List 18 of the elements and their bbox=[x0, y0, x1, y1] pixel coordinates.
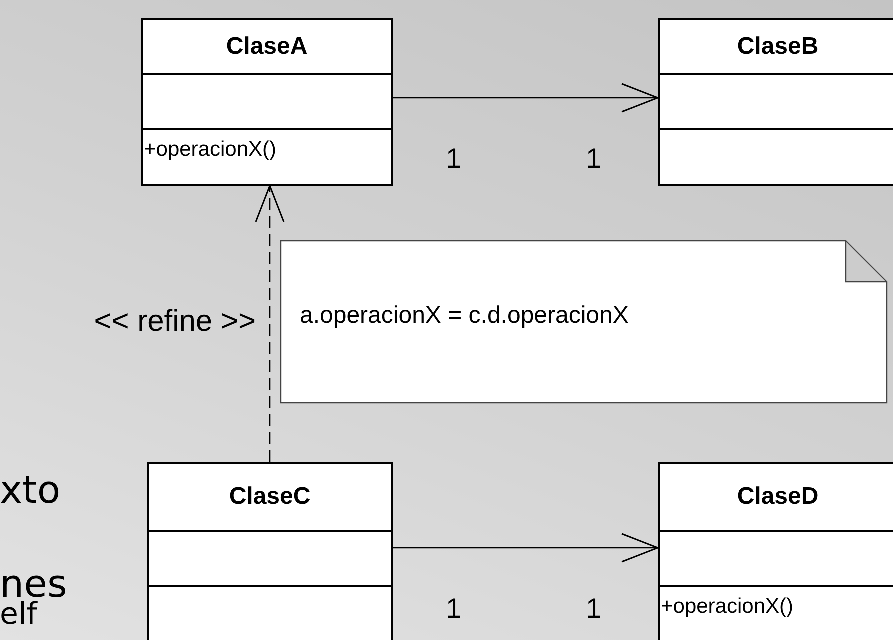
class-name: ClaseB bbox=[737, 32, 819, 60]
multiplicity-label: 1 bbox=[446, 593, 462, 625]
note-box bbox=[280, 240, 888, 404]
note-text: a.operacionX = c.d.operacionX bbox=[300, 302, 629, 330]
multiplicity-label: 1 bbox=[586, 593, 602, 625]
class-box bbox=[147, 462, 393, 640]
class-name: ClaseD bbox=[737, 483, 819, 511]
operation-text: +operacionX() bbox=[143, 138, 278, 162]
text-fragment: xto bbox=[0, 468, 61, 512]
class-box bbox=[658, 18, 893, 186]
multiplicity-label: 1 bbox=[446, 143, 462, 175]
class-name: ClaseC bbox=[229, 483, 311, 511]
multiplicity-label: 1 bbox=[586, 143, 602, 175]
edge-label: << refine >> bbox=[94, 305, 256, 339]
class-name: ClaseA bbox=[226, 32, 308, 60]
class-box bbox=[658, 462, 893, 640]
operation-text: +operacionX() bbox=[660, 595, 794, 619]
class-box bbox=[141, 18, 393, 186]
